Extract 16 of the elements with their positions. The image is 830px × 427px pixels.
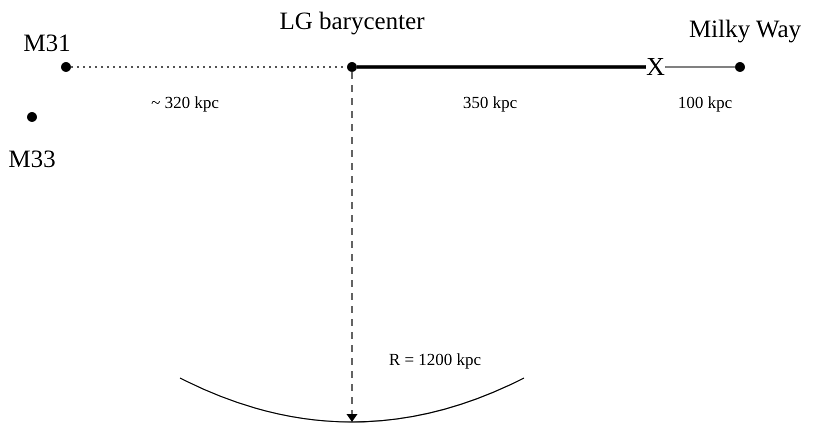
- galaxy-dot: [347, 62, 357, 72]
- distance-label: R = 1200 kpc: [386, 350, 484, 370]
- galaxy-dot: [735, 62, 745, 72]
- galaxy-name: M33: [8, 146, 56, 174]
- galaxy-dot: [61, 62, 71, 72]
- connector-line: [664, 66, 736, 68]
- boundary-arc: [180, 377, 524, 423]
- cross-mark: X: [646, 56, 665, 78]
- distance-label: ~ 320 kpc: [149, 93, 221, 113]
- galaxy-name: M31: [23, 30, 71, 58]
- galaxy-dot: [27, 112, 37, 122]
- arrow: [346, 72, 358, 422]
- galaxy-name: LG barycenter: [279, 8, 425, 36]
- galaxy-name: Milky Way: [688, 16, 802, 44]
- distance-label: 350 kpc: [460, 93, 520, 113]
- connector-line: [357, 65, 646, 69]
